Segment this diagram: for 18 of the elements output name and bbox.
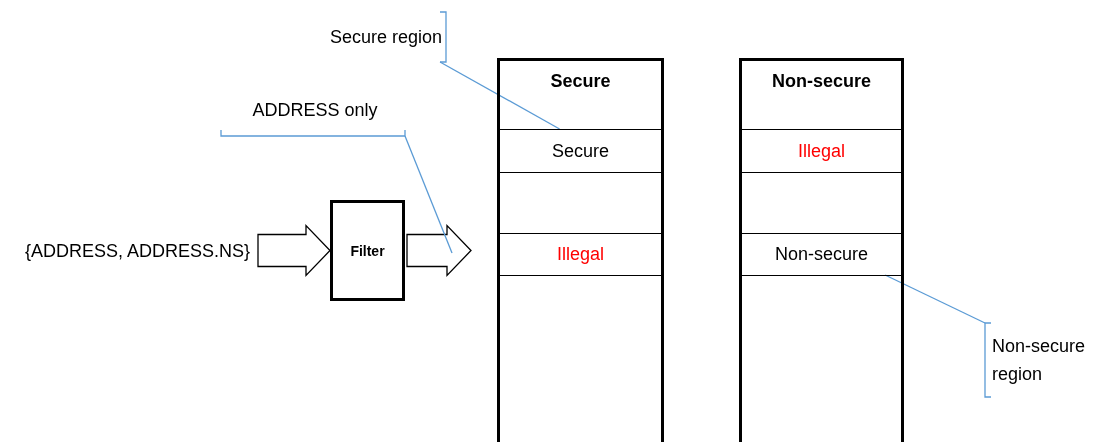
leader-line (884, 274, 986, 324)
callout-label: Secure region (300, 23, 442, 51)
memory-region: Illegal (742, 129, 901, 172)
callout-label: Non-secure region (992, 332, 1106, 388)
memory-map-column (497, 58, 664, 442)
memory-region: Secure (500, 129, 661, 172)
memory-region: Non-secure (742, 233, 901, 275)
block-arrow (406, 223, 472, 278)
leader-line (439, 61, 561, 130)
memory-map-column (739, 58, 904, 442)
callout-label: ADDRESS only (240, 96, 390, 124)
callout-label: {ADDRESS, ADDRESS.NS} (10, 237, 250, 265)
memory-region: Illegal (500, 233, 661, 275)
filter-box: Filter (330, 200, 405, 301)
leader-line (404, 135, 453, 254)
column-heading: Non-secure (771, 71, 872, 92)
column-heading: Secure (549, 71, 612, 92)
block-arrow (257, 223, 331, 278)
